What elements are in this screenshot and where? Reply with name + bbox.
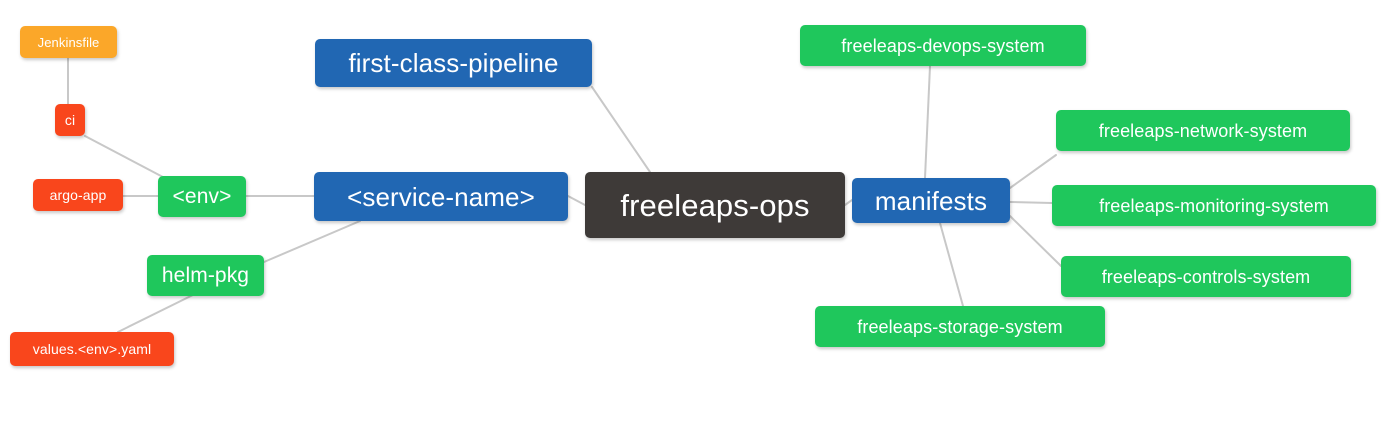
edge-freeleaps-ops-to-service-name [567,195,586,206]
mindmap-node-argo-app[interactable]: argo-app [33,179,123,211]
edge-manifests-to-freeleaps-devops-system [924,65,931,179]
edge-manifests-to-freeleaps-monitoring-system [1009,201,1053,204]
mindmap-node-label: manifests [874,185,988,216]
mindmap-node-freeleaps-controls-system[interactable]: freeleaps-controls-system [1061,256,1351,297]
mindmap-node-service-name[interactable]: <service-name> [314,172,568,221]
mindmap-node-label: ci [64,112,76,128]
mindmap-node-freeleaps-network-system[interactable]: freeleaps-network-system [1056,110,1350,151]
mindmap-node-env[interactable]: <env> [158,176,246,217]
mindmap-node-label: first-class-pipeline [348,48,559,78]
mindmap-node-freeleaps-devops-system[interactable]: freeleaps-devops-system [800,25,1086,66]
mindmap-node-label: helm-pkg [161,264,250,287]
mindmap-node-label: Jenkinsfile [37,34,100,50]
mindmap-node-label: freeleaps-ops [620,187,810,223]
mindmap-node-label: <service-name> [347,181,535,212]
mindmap-node-label: freeleaps-storage-system [857,316,1063,337]
mindmap-node-manifests[interactable]: manifests [852,178,1010,223]
mindmap-node-label: argo-app [49,187,107,203]
edge-manifests-to-freeleaps-storage-system [939,222,964,307]
mindmap-node-helm-pkg[interactable]: helm-pkg [147,255,264,296]
mindmap-node-label: freeleaps-network-system [1098,120,1308,141]
mindmap-node-first-class-pipeline[interactable]: first-class-pipeline [315,39,592,87]
mindmap-node-freeleaps-storage-system[interactable]: freeleaps-storage-system [815,306,1105,347]
mindmap-node-values-yaml[interactable]: values.<env>.yaml [10,332,174,366]
mindmap-node-freeleaps-ops[interactable]: freeleaps-ops [585,172,845,238]
edge-manifests-to-freeleaps-network-system [1009,154,1057,189]
mindmap-node-label: freeleaps-monitoring-system [1099,195,1329,216]
mindmap-node-freeleaps-monitoring-system[interactable]: freeleaps-monitoring-system [1052,185,1376,226]
edge-service-name-to-helm-pkg [263,220,361,263]
mindmap-node-label: freeleaps-devops-system [841,35,1045,56]
edge-freeleaps-ops-to-manifests [844,199,853,206]
edge-freeleaps-ops-to-first-class-pipeline [591,86,651,173]
mindmap-node-label: freeleaps-controls-system [1101,266,1311,287]
mindmap-node-ci[interactable]: ci [55,104,85,136]
mindmap-node-label: <env> [172,185,232,208]
mindmap-node-label: values.<env>.yaml [32,341,152,357]
mindmap-node-jenkinsfile[interactable]: Jenkinsfile [20,26,117,58]
